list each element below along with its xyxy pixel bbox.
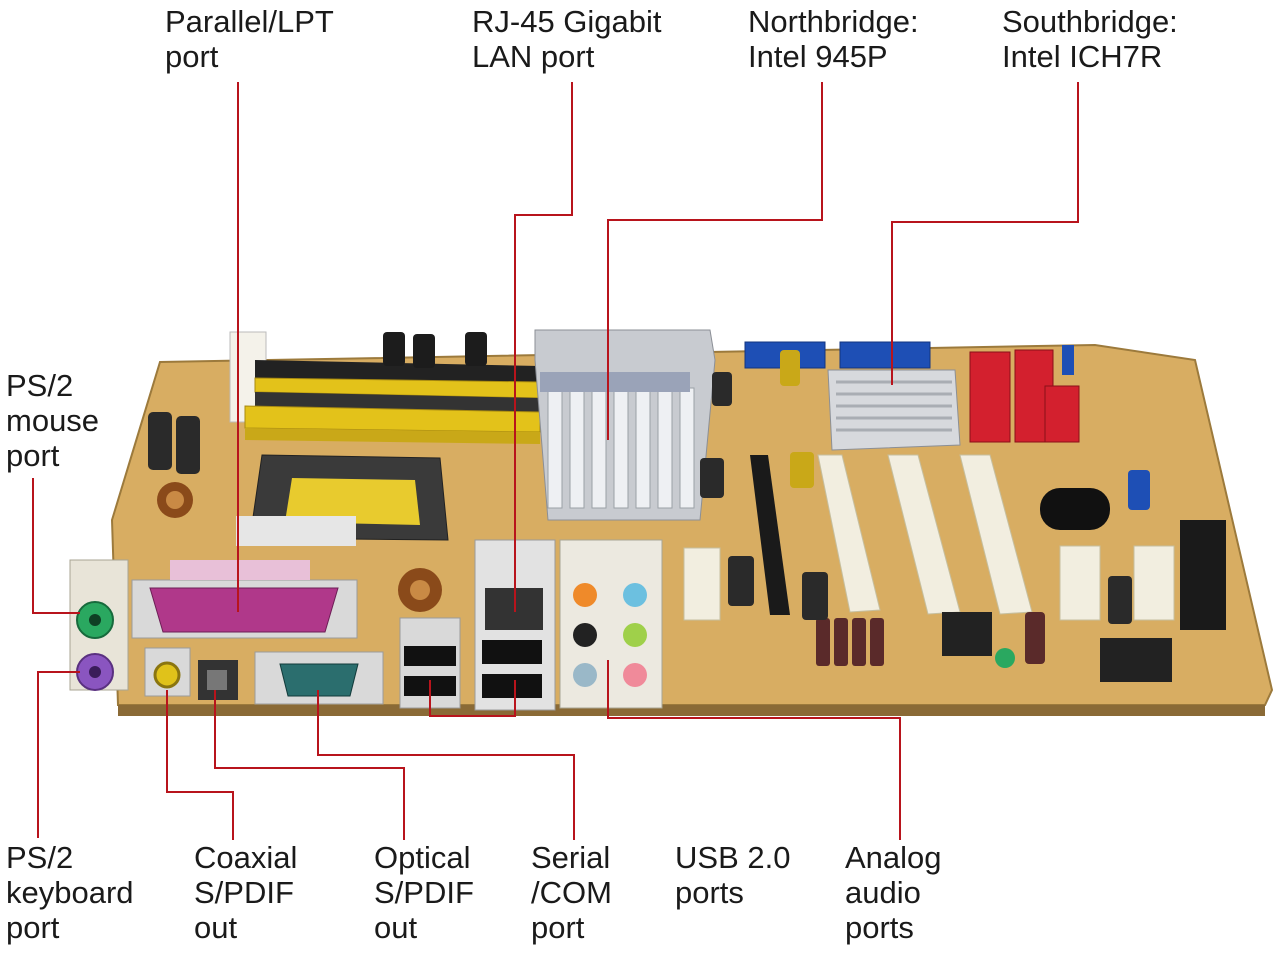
- label-ps2-keyboard-port: PS/2 keyboard port: [6, 840, 134, 945]
- label-coaxial-spdif-out: Coaxial S/PDIF out: [194, 840, 298, 945]
- label-optical-spdif-out: Optical S/PDIF out: [374, 840, 474, 945]
- leader-northbridge: [607, 82, 823, 440]
- label-analog-audio-ports: Analog audio ports: [845, 840, 942, 945]
- leader-usb: [429, 680, 516, 717]
- leader-serial: [317, 690, 575, 840]
- expansion-slots: [683, 454, 1226, 630]
- leader-rj45: [514, 82, 573, 612]
- label-ps2-mouse-port: PS/2 mouse port: [6, 368, 100, 473]
- leader-optical: [214, 690, 405, 840]
- leader-lines: [32, 82, 1079, 840]
- cpu-socket: [236, 454, 449, 546]
- leader-coaxial: [166, 690, 234, 840]
- label-northbridge: Northbridge: Intel 945P: [748, 4, 919, 74]
- parallel-port: [131, 560, 358, 639]
- leader-southbridge: [891, 82, 1079, 385]
- ram-slots: [229, 331, 541, 444]
- sata-connectors: [969, 349, 1080, 443]
- label-southbridge: Southbridge: Intel ICH7R: [1002, 4, 1178, 74]
- leader-ps2-keyboard: [37, 671, 80, 838]
- leader-audio: [607, 660, 901, 840]
- northbridge-heatsink: [534, 329, 716, 521]
- southbridge-heatsink: [827, 369, 961, 451]
- board-edge-shadow: [118, 705, 1265, 716]
- label-parallel-port: Parallel/LPT port: [165, 4, 334, 74]
- audio-jacks: [559, 539, 663, 709]
- spdif-ports: [144, 647, 238, 700]
- leader-ps2-mouse: [32, 478, 80, 614]
- label-serial-com-port: Serial /COM port: [531, 840, 612, 945]
- board-components: [398, 350, 1172, 682]
- label-usb-ports: USB 2.0 ports: [675, 840, 791, 910]
- ps2-ports: [69, 559, 129, 691]
- capacitors-top: [148, 332, 487, 518]
- serial-port: [254, 651, 384, 705]
- label-rj45-lan-port: RJ-45 Gigabit LAN port: [472, 4, 662, 74]
